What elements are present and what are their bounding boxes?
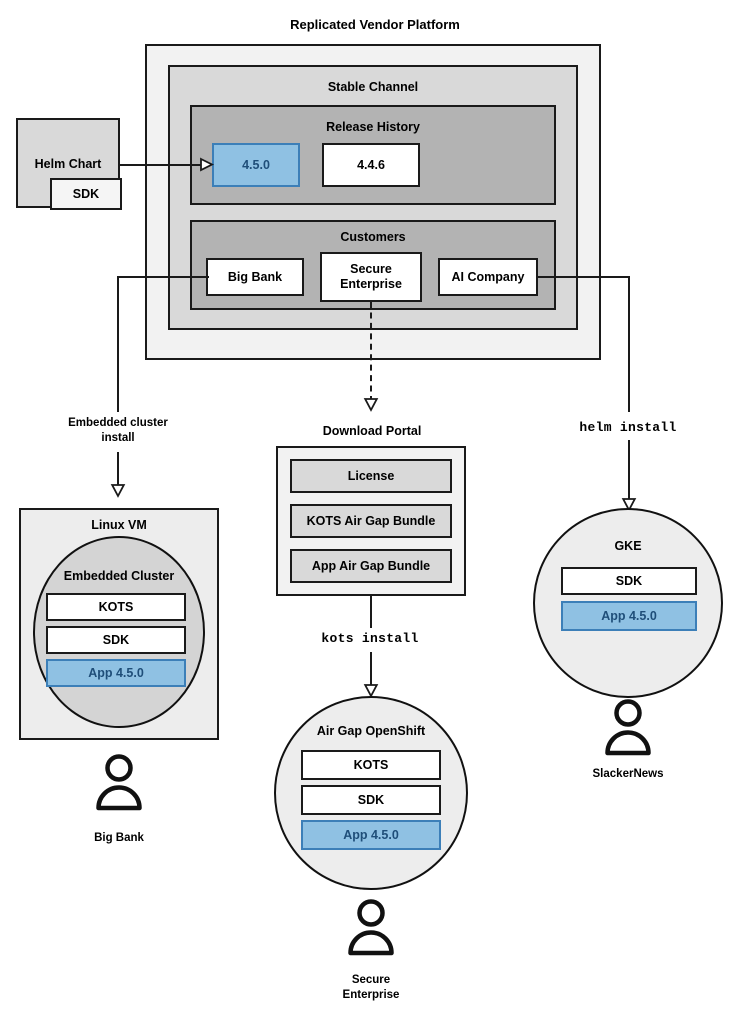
customer-label: Big Bank	[227, 269, 283, 284]
component-label: App 4.5.0	[601, 609, 657, 623]
artifact-label: App Air Gap Bundle	[311, 558, 431, 573]
release-version-label: 4.5.0	[242, 158, 270, 172]
portal-artifact-app-airgap-bundle[interactable]: App Air Gap Bundle	[290, 549, 452, 583]
download-portal-title: Download Portal	[322, 424, 422, 438]
helm-chart-sdk-box[interactable]: SDK	[50, 178, 122, 210]
person-icon	[96, 754, 142, 811]
flow-label-embedded-install: Embedded cluster install	[47, 414, 189, 448]
connector-embedded-install-vertical	[117, 452, 119, 488]
person-icon	[348, 899, 394, 956]
flow-label-kots-install: kots install	[321, 630, 419, 646]
portal-artifact-kots-airgap-bundle[interactable]: KOTS Air Gap Bundle	[290, 504, 452, 538]
arrowhead-down-icon	[363, 398, 379, 412]
openshift-component-kots[interactable]: KOTS	[301, 750, 441, 780]
connector-kots-install-vertical	[370, 652, 372, 688]
flow-label-line2: install	[101, 432, 135, 444]
gke-component-app[interactable]: App 4.5.0	[561, 601, 697, 631]
airgap-openshift-title: Air Gap OpenShift	[316, 724, 426, 738]
sdk-label: SDK	[72, 186, 100, 201]
connector-portal-to-kots-install	[370, 596, 372, 628]
customer-big-bank[interactable]: Big Bank	[206, 258, 304, 296]
linux-vm-component-kots[interactable]: KOTS	[46, 593, 186, 621]
component-label: KOTS	[353, 757, 389, 772]
openshift-component-app[interactable]: App 4.5.0	[301, 820, 441, 850]
connector-secure-enterprise-dashed	[370, 302, 372, 402]
arrowhead-down-icon	[621, 498, 637, 512]
component-label: KOTS	[98, 599, 134, 614]
release-4-5-0[interactable]: 4.5.0	[212, 143, 300, 187]
linux-vm-component-app[interactable]: App 4.5.0	[46, 659, 186, 687]
connector-bigbank-vertical	[117, 276, 119, 412]
component-label: App 4.5.0	[343, 828, 399, 842]
gke-persona-label: SlackerNews	[592, 767, 664, 780]
connector-helmchart-to-release	[120, 164, 202, 166]
component-label: SDK	[102, 632, 130, 647]
person-icon	[605, 699, 651, 756]
arrowhead-right-icon	[200, 157, 215, 172]
persona-label-line2: Enterprise	[342, 989, 400, 1001]
release-version-label: 4.4.6	[357, 157, 385, 172]
linux-vm-persona-label: Big Bank	[94, 831, 144, 844]
gke-title: GKE	[614, 539, 642, 553]
component-label: App 4.5.0	[88, 666, 144, 680]
openshift-persona-label: Secure Enterprise	[296, 969, 446, 1007]
connector-aicompany-horizontal	[536, 276, 630, 278]
customer-label-line2: Enterprise	[340, 277, 402, 291]
openshift-component-sdk[interactable]: SDK	[301, 785, 441, 815]
artifact-label: License	[347, 468, 395, 483]
page-title: Replicated Vendor Platform	[290, 16, 460, 32]
arrowhead-down-icon	[363, 684, 379, 698]
connector-helm-install-vertical	[628, 440, 630, 502]
flow-label-helm-install: helm install	[579, 419, 677, 435]
customer-label: AI Company	[451, 269, 525, 284]
gke-component-sdk[interactable]: SDK	[561, 567, 697, 595]
component-label: SDK	[357, 792, 385, 807]
linux-vm-title: Linux VM	[91, 518, 147, 532]
release-history-label: Release History	[326, 120, 420, 134]
customer-ai-company[interactable]: AI Company	[438, 258, 538, 296]
flow-label-line1: Embedded cluster	[68, 417, 168, 430]
linux-vm-component-sdk[interactable]: SDK	[46, 626, 186, 654]
artifact-label: KOTS Air Gap Bundle	[306, 513, 436, 528]
customers-label: Customers	[340, 230, 406, 244]
persona-label-line1: Secure	[351, 974, 391, 987]
customer-secure-enterprise[interactable]: Secure Enterprise	[320, 252, 422, 302]
component-label: SDK	[615, 573, 643, 588]
release-4-4-6[interactable]: 4.4.6	[322, 143, 420, 187]
helm-chart-label: Helm Chart	[34, 156, 102, 171]
customer-label-line1: Secure	[350, 262, 392, 277]
connector-bigbank-horizontal	[117, 276, 209, 278]
connector-aicompany-vertical	[628, 276, 630, 412]
embedded-cluster-title: Embedded Cluster	[63, 569, 175, 583]
arrowhead-down-icon	[110, 484, 126, 498]
stable-channel-label: Stable Channel	[327, 80, 419, 94]
portal-artifact-license[interactable]: License	[290, 459, 452, 493]
